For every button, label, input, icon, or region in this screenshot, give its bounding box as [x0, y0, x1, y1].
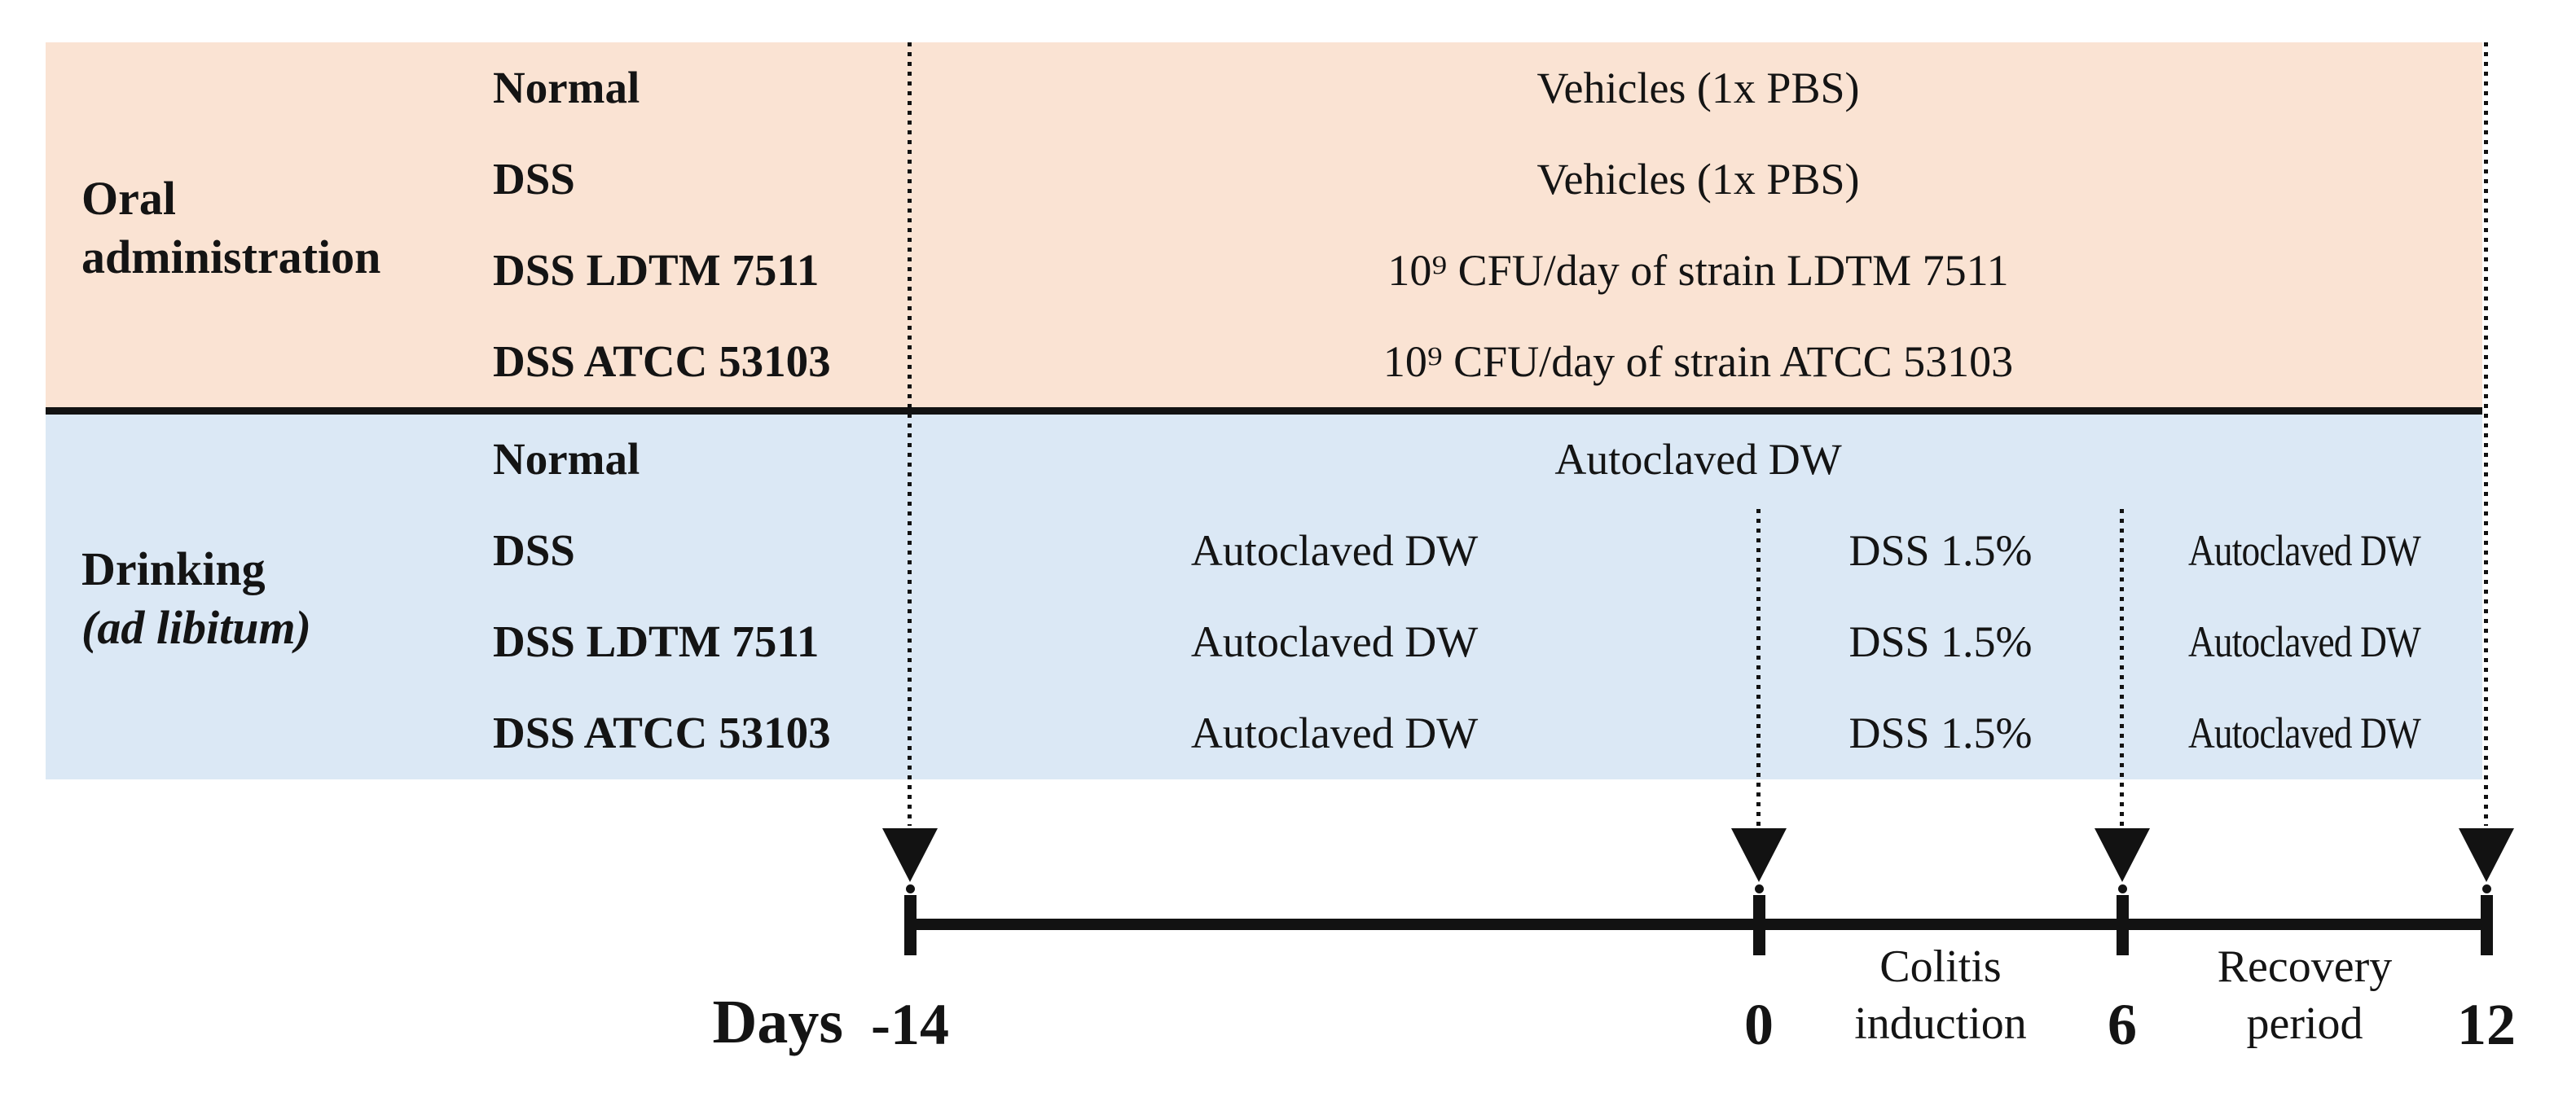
drinking-dss-recovery: Autoclaved DW	[2187, 526, 2421, 575]
drinking-group-dss-ldtm: DSS LDTM 7511	[493, 617, 820, 666]
oral-group-dss-ldtm: DSS LDTM 7511	[493, 245, 820, 295]
arrow-down-icon-0	[1731, 828, 1787, 882]
timeline-tick-12	[2481, 895, 2493, 955]
drinking-dss-ldtm-induction: DSS 1.5%	[1848, 617, 2033, 666]
drinking-group-dss: DSS	[493, 525, 575, 575]
timeline-tick-0	[1753, 895, 1765, 955]
timeline-dot-12	[2482, 884, 2491, 893]
day-line-minus14	[908, 42, 912, 826]
phase-colitis-line1: Colitis	[1879, 941, 2002, 992]
day-line-0	[1756, 509, 1761, 826]
drinking-dss-pre: Autoclaved DW	[1190, 526, 1479, 575]
drinking-group-dss-atcc: DSS ATCC 53103	[493, 708, 831, 757]
arrow-down-icon-12	[2459, 828, 2514, 882]
days-axis-label: Days	[712, 988, 843, 1056]
drinking-section-label-line2: (ad libitum)	[81, 601, 311, 654]
drinking-dss-ldtm-pre: Autoclaved DW	[1190, 617, 1479, 666]
drinking-dss-atcc-induction: DSS 1.5%	[1848, 709, 2033, 757]
oral-treatment-dss: Vehicles (1x PBS)	[1536, 155, 1860, 204]
oral-treatment-dss-ldtm: 10⁹ CFU/day of strain LDTM 7511	[1387, 246, 2009, 295]
timeline-bar	[904, 919, 2493, 930]
oral-section-label-line2: administration	[81, 230, 381, 283]
drinking-section-label: Drinking (ad libitum)	[81, 540, 311, 657]
timeline-dot-0	[1755, 884, 1764, 893]
day-number-12: 12	[2457, 992, 2516, 1057]
phase-recovery-line2: period	[2246, 998, 2363, 1049]
oral-administration-panel	[46, 42, 2482, 407]
oral-section-label-line1: Oral	[81, 172, 176, 225]
drinking-dss-ldtm-recovery: Autoclaved DW	[2187, 617, 2421, 666]
phase-colitis-line2: induction	[1854, 998, 2027, 1049]
drinking-panel	[46, 415, 2482, 779]
phase-recovery-line1: Recovery	[2217, 941, 2393, 992]
oral-group-dss-atcc: DSS ATCC 53103	[493, 336, 831, 386]
day-line-12	[2484, 42, 2488, 826]
drinking-group-normal: Normal	[493, 434, 640, 484]
oral-group-normal: Normal	[493, 63, 640, 112]
timeline-dot-6	[2118, 884, 2127, 893]
drinking-dss-atcc-pre: Autoclaved DW	[1190, 709, 1479, 757]
oral-treatment-normal: Vehicles (1x PBS)	[1536, 64, 1860, 112]
drinking-normal-full-span: Autoclaved DW	[1554, 435, 1842, 484]
day-number-6: 6	[2108, 992, 2137, 1057]
oral-section-label: Oral administration	[81, 169, 380, 287]
timeline-tick-minus14	[904, 895, 917, 955]
drinking-dss-induction: DSS 1.5%	[1848, 526, 2033, 575]
timeline-tick-6	[2117, 895, 2129, 955]
day-number-0: 0	[1744, 992, 1774, 1057]
day-line-6	[2120, 509, 2124, 826]
timeline-dot-minus14	[906, 884, 915, 893]
oral-treatment-dss-atcc: 10⁹ CFU/day of strain ATCC 53103	[1383, 337, 2014, 386]
arrow-down-icon-6	[2095, 828, 2150, 882]
section-divider	[46, 407, 2482, 415]
drinking-dss-atcc-recovery: Autoclaved DW	[2187, 709, 2421, 757]
drinking-section-label-line1: Drinking	[81, 542, 266, 595]
day-number-minus14: -14	[871, 992, 949, 1057]
arrow-down-icon-minus14	[882, 828, 938, 882]
oral-group-dss: DSS	[493, 154, 575, 204]
